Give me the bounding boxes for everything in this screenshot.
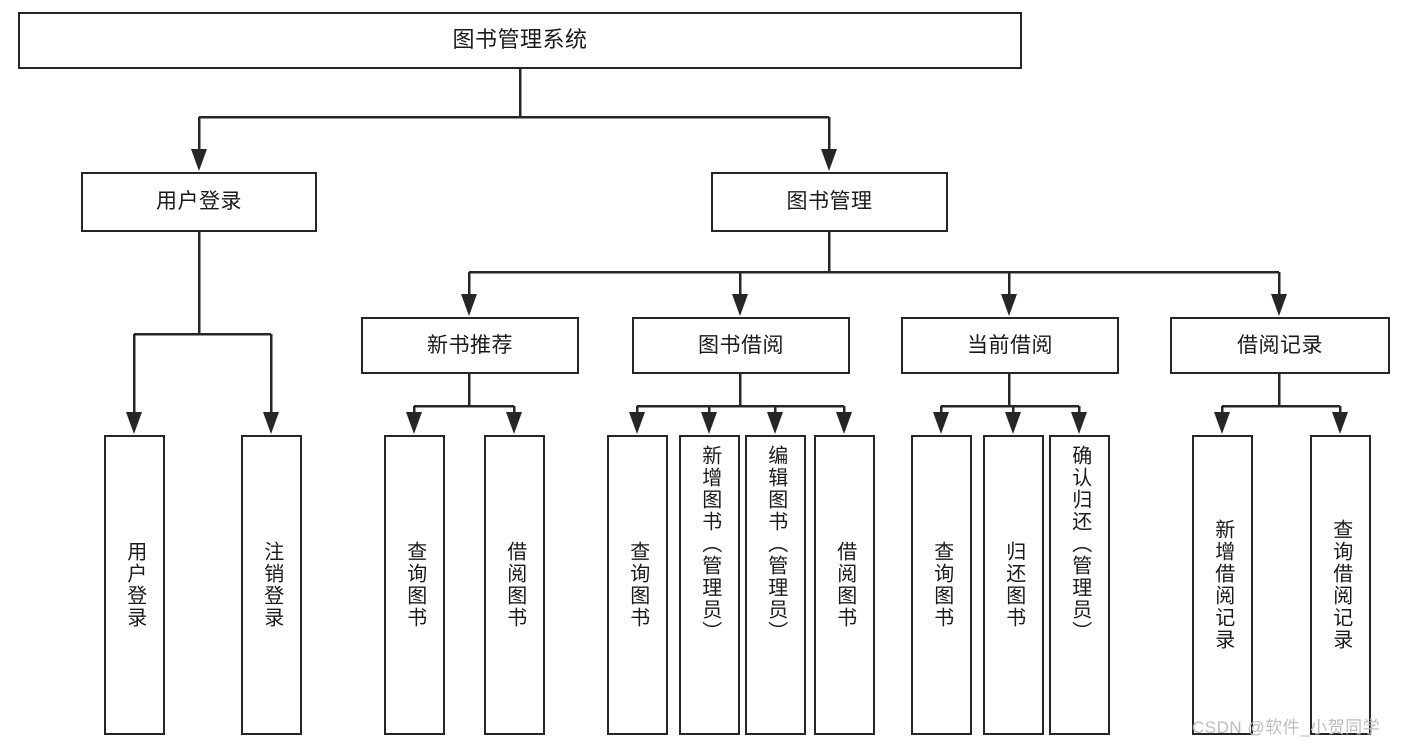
node-label-leaf-query-book-1: 查询图书 [403,541,426,629]
node-label-book-manage: 图书管理 [786,190,873,214]
csdn-watermark: CSDN @软件_小贺同学 [1192,718,1381,737]
node-label-leaf-edit-book: 编辑图书（管理员） [764,445,787,643]
node-label-leaf-query-record: 查询借阅记录 [1329,519,1352,651]
node-leaf-edit-book[interactable]: 编辑图书（管理员） [745,435,806,735]
node-label-leaf-user-login: 用户登录 [123,541,146,629]
node-leaf-add-book[interactable]: 新增图书（管理员） [679,435,740,735]
node-leaf-user-login[interactable]: 用户登录 [104,435,165,735]
node-label-leaf-add-record: 新增借阅记录 [1211,519,1234,651]
node-label-leaf-borrow-book-2: 借阅图书 [833,541,856,629]
node-borrow-record[interactable]: 借阅记录 [1170,317,1390,374]
node-leaf-add-record[interactable]: 新增借阅记录 [1192,435,1253,735]
node-label-current-borrow: 当前借阅 [967,333,1053,357]
node-leaf-borrow-book-1[interactable]: 借阅图书 [484,435,545,735]
node-root[interactable]: 图书管理系统 [18,12,1022,69]
node-leaf-query-book-1[interactable]: 查询图书 [384,435,445,735]
node-book-manage[interactable]: 图书管理 [711,172,948,232]
node-leaf-query-book-2[interactable]: 查询图书 [607,435,668,735]
node-label-leaf-confirm-return: 确认归还（管理员） [1068,445,1091,643]
node-label-leaf-query-book-3: 查询图书 [930,541,953,629]
node-label-user-login: 用户登录 [156,190,242,214]
node-label-new-book-rec: 新书推荐 [427,333,513,357]
node-leaf-query-record[interactable]: 查询借阅记录 [1310,435,1371,735]
node-leaf-return-book[interactable]: 归还图书 [983,435,1044,735]
node-leaf-confirm-return[interactable]: 确认归还（管理员） [1049,435,1110,735]
node-leaf-query-book-3[interactable]: 查询图书 [911,435,972,735]
node-label-leaf-return-book: 归还图书 [1002,541,1025,629]
node-label-borrow-record: 借阅记录 [1237,333,1323,357]
node-user-login[interactable]: 用户登录 [81,172,317,232]
node-label-leaf-borrow-book-1: 借阅图书 [503,541,526,629]
node-current-borrow[interactable]: 当前借阅 [901,317,1119,374]
node-new-book-rec[interactable]: 新书推荐 [361,317,579,374]
node-leaf-logout[interactable]: 注销登录 [241,435,302,735]
node-label-book-borrow: 图书借阅 [698,333,784,357]
node-leaf-borrow-book-2[interactable]: 借阅图书 [814,435,875,735]
node-book-borrow[interactable]: 图书借阅 [632,317,850,374]
node-label-root: 图书管理系统 [452,27,588,53]
node-label-leaf-query-book-2: 查询图书 [626,541,649,629]
node-label-leaf-logout: 注销登录 [260,541,283,629]
node-label-leaf-add-book: 新增图书（管理员） [698,445,721,643]
